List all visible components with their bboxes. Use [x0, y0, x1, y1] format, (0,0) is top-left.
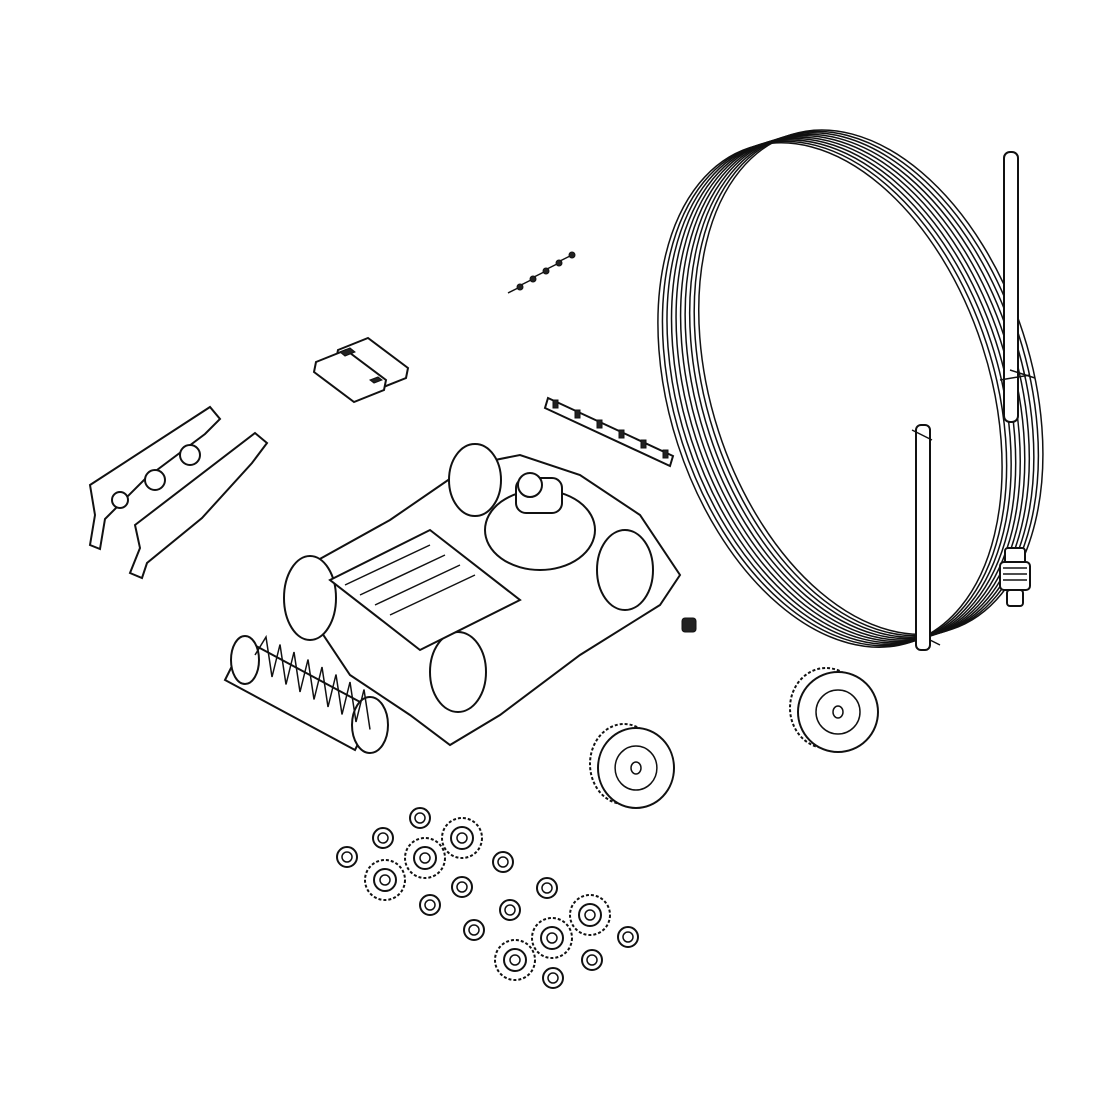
bushing: [372, 827, 394, 849]
hose-ring: [698, 129, 1044, 636]
gear-hub: [578, 903, 602, 927]
wheel: [589, 723, 675, 809]
bushing: [336, 846, 358, 868]
rail-peg: [574, 409, 581, 419]
brush-roller: [223, 634, 389, 754]
gear: [531, 917, 573, 959]
gear-hub: [450, 826, 474, 850]
bushing-bore: [377, 832, 389, 844]
bushing-bore: [504, 904, 516, 916]
bushing: [451, 876, 473, 898]
wheel-face: [797, 671, 879, 753]
swivel-connector: [999, 547, 1031, 607]
gear: [441, 817, 483, 859]
wheel-rim: [815, 689, 861, 735]
screw-head: [568, 251, 576, 259]
bushing: [409, 807, 431, 829]
gear-bore: [419, 852, 431, 864]
gear-hub: [413, 846, 437, 870]
rail-peg: [596, 419, 603, 429]
bushing: [617, 926, 639, 948]
bushing-bore: [456, 881, 468, 893]
gear-bore: [546, 932, 558, 944]
bushing-bore: [341, 851, 353, 863]
bushing-bore: [547, 972, 559, 984]
wheel-rim: [614, 745, 658, 791]
screws: [507, 251, 576, 294]
wheel: [789, 667, 879, 753]
bushing: [492, 851, 514, 873]
bushing: [499, 899, 521, 921]
rail-peg: [662, 449, 669, 459]
rail-peg: [618, 429, 625, 439]
bushing: [419, 894, 441, 916]
wheel-face: [597, 727, 675, 809]
gear-bore: [379, 874, 391, 886]
gear-hub: [540, 926, 564, 950]
bushing-bore: [424, 899, 436, 911]
gear-bore: [456, 832, 468, 844]
bushing-bore: [622, 931, 634, 943]
bushing-bore: [414, 812, 426, 824]
cleaner-body: [283, 443, 682, 747]
hose-pole: [911, 151, 1036, 651]
bushing: [463, 919, 485, 941]
bushing: [542, 967, 564, 989]
label-plates: [312, 336, 410, 404]
bushing: [581, 949, 603, 971]
front-bracket: [88, 405, 269, 580]
small-spring: [681, 617, 697, 633]
gear-bore: [509, 954, 521, 966]
gear: [404, 837, 446, 879]
gear-hub: [373, 868, 397, 892]
rail-peg: [552, 399, 559, 409]
gear: [569, 894, 611, 936]
bushing: [536, 877, 558, 899]
gear-hub: [503, 948, 527, 972]
wheel-hub: [832, 705, 844, 719]
wheel-hub: [630, 761, 642, 775]
rail-peg: [640, 439, 647, 449]
rail-bar: [543, 396, 675, 468]
bushing-bore: [497, 856, 509, 868]
bushing-bore: [541, 882, 553, 894]
gear: [364, 859, 406, 901]
bushing-bore: [586, 954, 598, 966]
bushing-bore: [468, 924, 480, 936]
gear: [494, 939, 536, 981]
gear-bore: [584, 909, 596, 921]
